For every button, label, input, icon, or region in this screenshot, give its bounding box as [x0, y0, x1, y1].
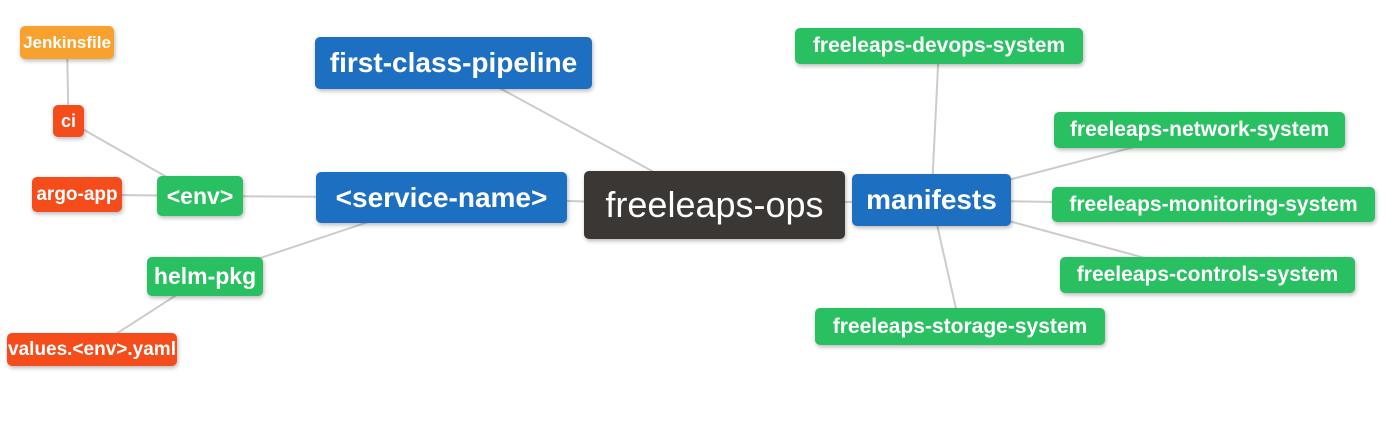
node-freeleaps-devops-system[interactable]: freeleaps-devops-system: [795, 28, 1083, 64]
node-freeleaps-controls-system[interactable]: freeleaps-controls-system: [1060, 257, 1355, 293]
node-jenkinsfile[interactable]: Jenkinsfile: [20, 26, 114, 59]
node-values-env-yaml[interactable]: values.<env>.yaml: [7, 333, 177, 366]
node-env[interactable]: <env>: [157, 176, 243, 216]
node-label: helm-pkg: [153, 263, 257, 289]
node-label: <env>: [166, 182, 234, 209]
node-label: freeleaps-network-system: [1069, 118, 1330, 141]
node-label: argo-app: [36, 183, 118, 205]
node-argo-app[interactable]: argo-app: [32, 177, 122, 212]
node-freeleaps-storage-system[interactable]: freeleaps-storage-system: [815, 308, 1105, 345]
node-label: freeleaps-ops: [605, 184, 824, 225]
node-label: freeleaps-devops-system: [812, 34, 1066, 57]
node-helm-pkg[interactable]: helm-pkg: [147, 257, 263, 296]
node-service-name[interactable]: <service-name>: [316, 172, 567, 223]
node-label: ci: [61, 110, 77, 131]
node-freeleaps-monitoring-system[interactable]: freeleaps-monitoring-system: [1052, 187, 1375, 222]
node-label: Jenkinsfile: [23, 32, 111, 52]
node-freeleaps-network-system[interactable]: freeleaps-network-system: [1054, 112, 1345, 148]
node-first-class-pipeline[interactable]: first-class-pipeline: [315, 37, 592, 89]
node-label: freeleaps-controls-system: [1076, 263, 1339, 286]
node-label: values.<env>.yaml: [8, 338, 176, 360]
node-label: <service-name>: [335, 181, 548, 213]
node-label: freeleaps-monitoring-system: [1069, 192, 1358, 216]
node-manifests[interactable]: manifests: [852, 174, 1011, 226]
node-label: manifests: [866, 184, 997, 215]
node-label: first-class-pipeline: [329, 47, 578, 78]
node-label: freeleaps-storage-system: [832, 314, 1088, 338]
node-freeleaps-ops-root[interactable]: freeleaps-ops: [584, 171, 845, 239]
node-ci[interactable]: ci: [53, 105, 84, 137]
